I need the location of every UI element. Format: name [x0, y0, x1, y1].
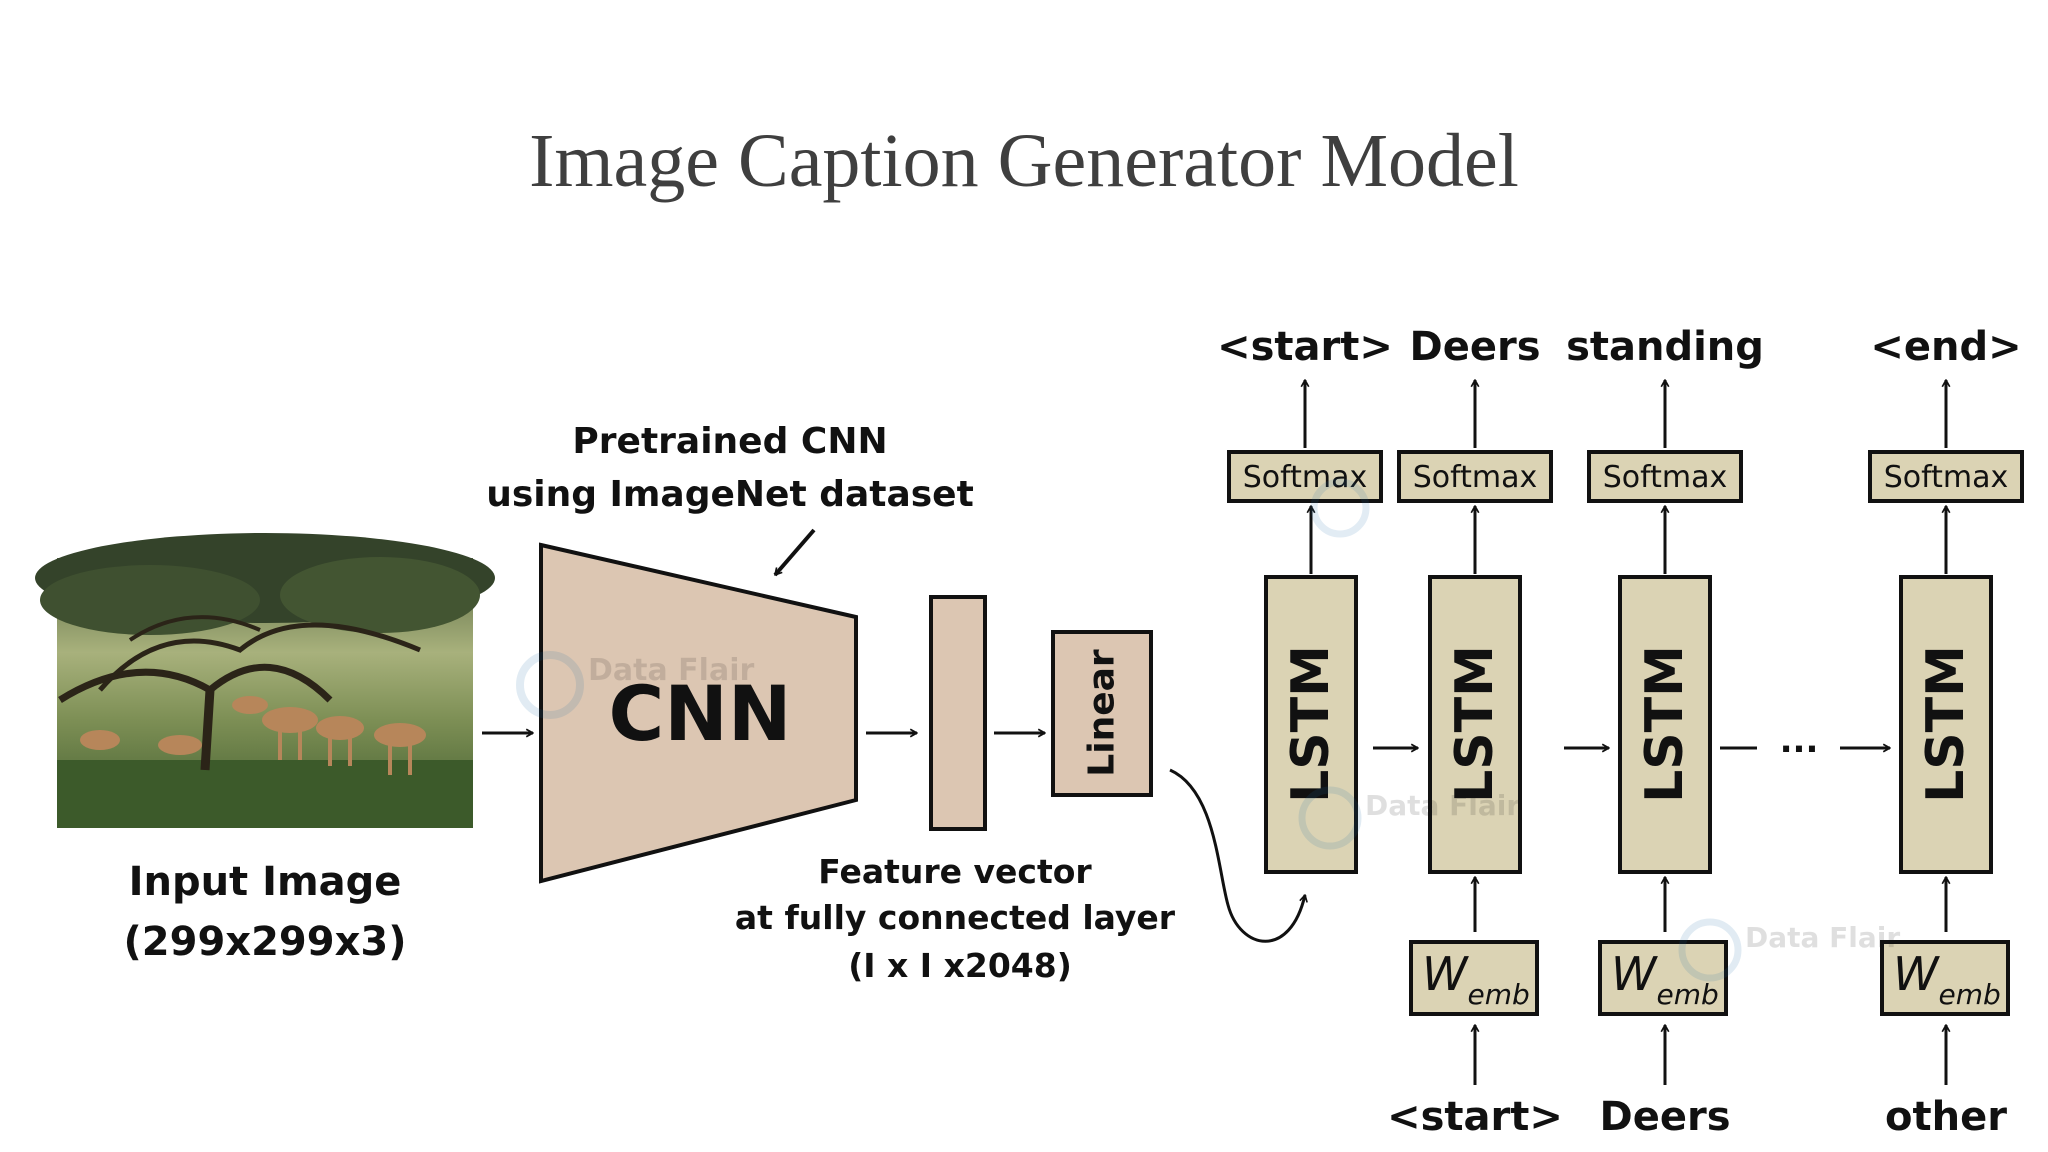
softmax-label-2: Softmax: [1413, 460, 1538, 495]
lstm-block-2: [1428, 575, 1522, 874]
wemb-main-2: W: [1611, 947, 1658, 1001]
watermark-text-1: Data Flair: [588, 653, 754, 688]
wemb-sub-1: emb: [1467, 978, 1529, 1011]
softmax-box-4: [1868, 450, 2024, 503]
linear-block: [1051, 630, 1153, 797]
output-word-3: standing: [1566, 324, 1764, 370]
wemb-main-1: W: [1422, 947, 1469, 1001]
linear-label: Linear: [1082, 649, 1123, 777]
lstm-block-3: [1618, 575, 1712, 874]
lstm-label-2: LSTM: [1445, 645, 1505, 803]
input-word-2: Deers: [1600, 1094, 1731, 1140]
wemb-sub-2: emb: [1656, 978, 1718, 1011]
softmax-label-4: Softmax: [1884, 460, 2009, 495]
input-word-1: <start>: [1387, 1094, 1563, 1140]
input-image-label: Input Image: [129, 859, 402, 905]
arrow-note-to-cnn: [773, 528, 816, 577]
watermark-text-2: Data Flair: [1365, 789, 1520, 822]
lstm-block-1: [1264, 575, 1358, 874]
feature-line3: (I x I x2048): [848, 946, 1072, 985]
lstm-block-4: [1899, 575, 1993, 874]
feature-line2: at fully connected layer: [735, 898, 1176, 937]
feature-line1: Feature vector: [818, 852, 1092, 891]
output-word-1: <start>: [1217, 324, 1393, 370]
softmax-label-3: Softmax: [1603, 460, 1728, 495]
softmax-label-1: Softmax: [1243, 460, 1368, 495]
lstm-label-1: LSTM: [1281, 645, 1341, 803]
lstm-label-3: LSTM: [1635, 645, 1695, 803]
softmax-box-2: [1397, 450, 1553, 503]
wemb-box-2: Wemb: [1598, 940, 1728, 1016]
cnn-note-line2: using ImageNet dataset: [486, 474, 974, 515]
lstm-label-4: LSTM: [1916, 645, 1976, 803]
softmax-box-1: [1227, 450, 1383, 503]
wemb-box-1: Wemb: [1409, 940, 1539, 1016]
wemb-sub-3: emb: [1938, 978, 2000, 1011]
softmax-box-3: [1587, 450, 1743, 503]
output-word-4: <end>: [1870, 324, 2021, 370]
cnn-note-line1: Pretrained CNN: [572, 421, 887, 462]
feature-vector-block: [929, 595, 987, 831]
wemb-box-3: Wemb: [1880, 940, 2010, 1016]
wemb-main-3: W: [1893, 947, 1940, 1001]
ellipsis: ...: [1780, 721, 1819, 761]
watermark: Data Flair Data Flair Data Flair: [516, 478, 1900, 982]
cnn-block: [539, 542, 858, 884]
svg-text:Wemb: Wemb: [1893, 947, 2001, 1011]
input-word-3: other: [1885, 1094, 2007, 1140]
watermark-text-3: Data Flair: [1745, 921, 1900, 954]
slide-title: Image Caption Generator Model: [529, 119, 1519, 203]
cnn-label: CNN: [609, 669, 792, 758]
svg-text:Wemb: Wemb: [1611, 947, 1719, 1011]
arrow-linear-to-lstm: [1169, 768, 1308, 943]
svg-text:Wemb: Wemb: [1422, 947, 1530, 1011]
input-image-size: (299x299x3): [124, 919, 407, 965]
output-word-2: Deers: [1410, 324, 1541, 370]
input-image: [35, 533, 495, 828]
